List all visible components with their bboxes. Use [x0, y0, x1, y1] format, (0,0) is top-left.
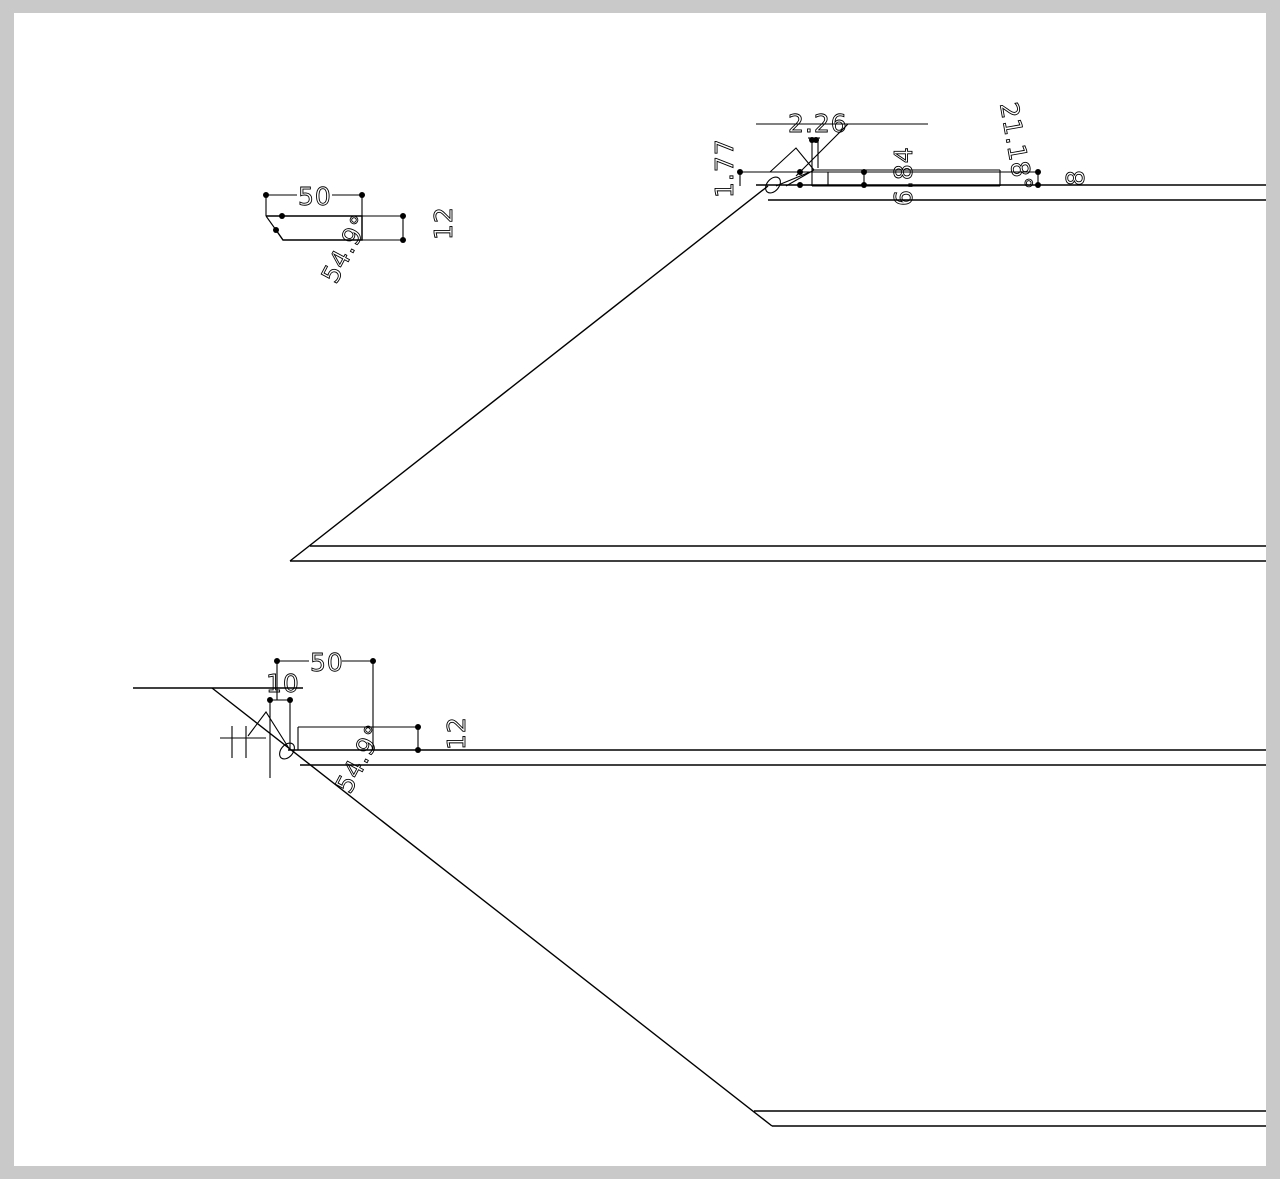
- dim-label-angle: 54.9°: [316, 210, 376, 288]
- upper-left-detail: 50 12 54.9°: [263, 182, 458, 288]
- dim-label-10: 10: [266, 669, 300, 698]
- dim-label-54-9: 54.9°: [330, 720, 390, 798]
- dim-label-6-84: 6.84: [889, 146, 918, 206]
- dim-label-1-77: 1.77: [710, 138, 739, 198]
- upper-profile-details: [737, 123, 1041, 194]
- dim-label-50: 50: [310, 648, 344, 677]
- dim-label-height: 12: [429, 206, 458, 240]
- lower-profile-details: [220, 658, 421, 778]
- dim-label-21-18: 21.18°: [994, 100, 1038, 194]
- drawing-sheet: 50 12 54.9°: [14, 13, 1266, 1166]
- dim-label-width: 50: [298, 182, 332, 211]
- dim-label-8: 8: [1061, 169, 1090, 186]
- lower-trapezoid: [133, 687, 1266, 1127]
- dim-label-2-26: 2.26: [788, 109, 848, 138]
- dim-label-12: 12: [442, 716, 471, 750]
- cad-drawing-canvas: 50 12 54.9°: [133, 100, 1266, 1127]
- dimension-line-12-side: [362, 213, 406, 243]
- upper-trapezoid: [289, 184, 1266, 562]
